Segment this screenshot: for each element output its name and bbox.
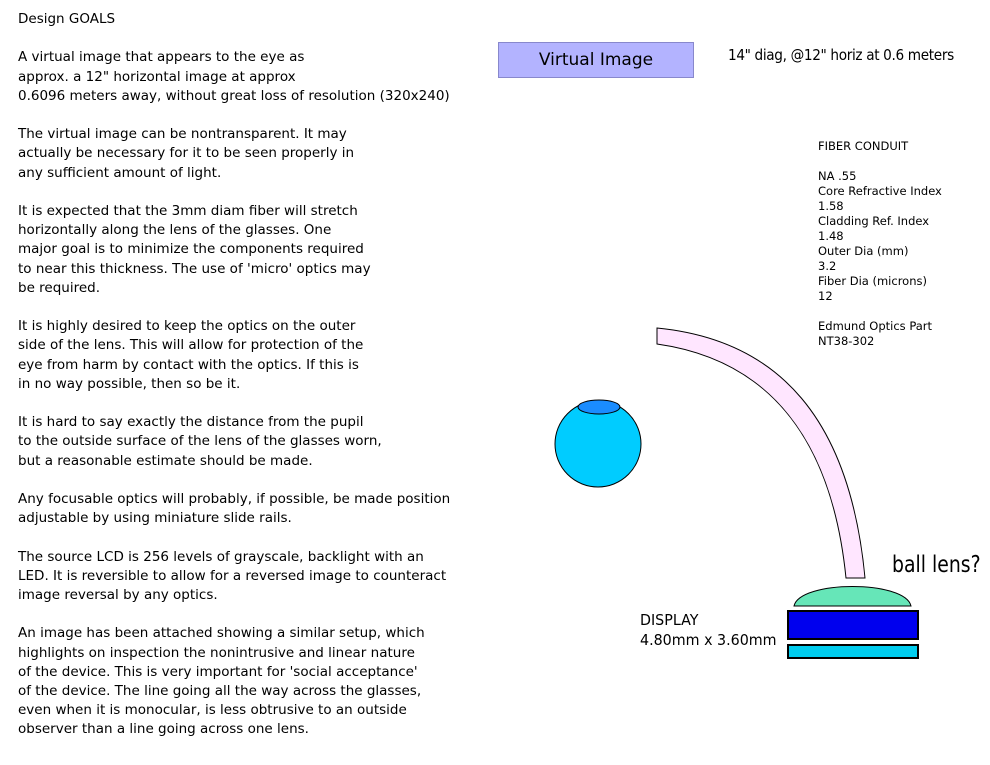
display-backlight [787,644,919,659]
virtual-image-label: Virtual Image [538,50,654,70]
design-goals-title: Design GOALS [18,11,116,27]
ball-lens-label: ball lens? [892,552,981,578]
virtual-image-spec: 14" diag, @12" horiz at 0.6 meters [728,46,954,64]
cladding-index-label: Cladding Ref. Index [818,214,930,228]
core-index-label: Core Refractive Index [818,184,942,198]
core-index-value: 1.58 [818,199,844,213]
fiber-dia-value: 12 [818,289,833,303]
goal-paragraph-4: It is highly desired to keep the optics … [18,318,364,392]
fiber-conduit-shape [656,327,866,579]
goal-paragraph-5: It is hard to say exactly the distance f… [18,414,382,469]
display-label: DISPLAY [640,611,699,629]
goal-paragraph-8: An image has been attached showing a sim… [18,625,425,738]
goal-paragraph-1: A virtual image that appears to the eye … [18,49,450,104]
part-value: NT38-302 [818,334,875,348]
display-panel [787,610,919,640]
design-goals-text: Design GOALS A virtual image that appear… [18,10,488,759]
outer-dia-label: Outer Dia (mm) [818,244,909,258]
fiber-conduit-title: FIBER CONDUIT [818,139,909,153]
fiber-dia-label: Fiber Dia (microns) [818,274,927,288]
display-size: 4.80mm x 3.60mm [640,631,777,649]
display-label-block: DISPLAY 4.80mm x 3.60mm [640,610,777,650]
goal-paragraph-6: Any focusable optics will probably, if p… [18,490,451,527]
fiber-na: NA .55 [818,169,857,183]
pupil-icon [577,399,621,415]
outer-dia-value: 3.2 [818,259,837,273]
cladding-index-value: 1.48 [818,229,844,243]
ball-lens-shape [793,586,912,607]
goal-paragraph-7: The source LCD is 256 levels of grayscal… [18,548,447,603]
part-label: Edmund Optics Part [818,319,933,333]
fiber-conduit-info: FIBER CONDUIT NA .55 Core Refractive Ind… [818,139,942,349]
virtual-image-box: Virtual Image [498,42,694,78]
goal-paragraph-2: The virtual image can be nontransparent.… [18,126,355,181]
goal-paragraph-3: It is expected that the 3mm diam fiber w… [18,202,371,296]
